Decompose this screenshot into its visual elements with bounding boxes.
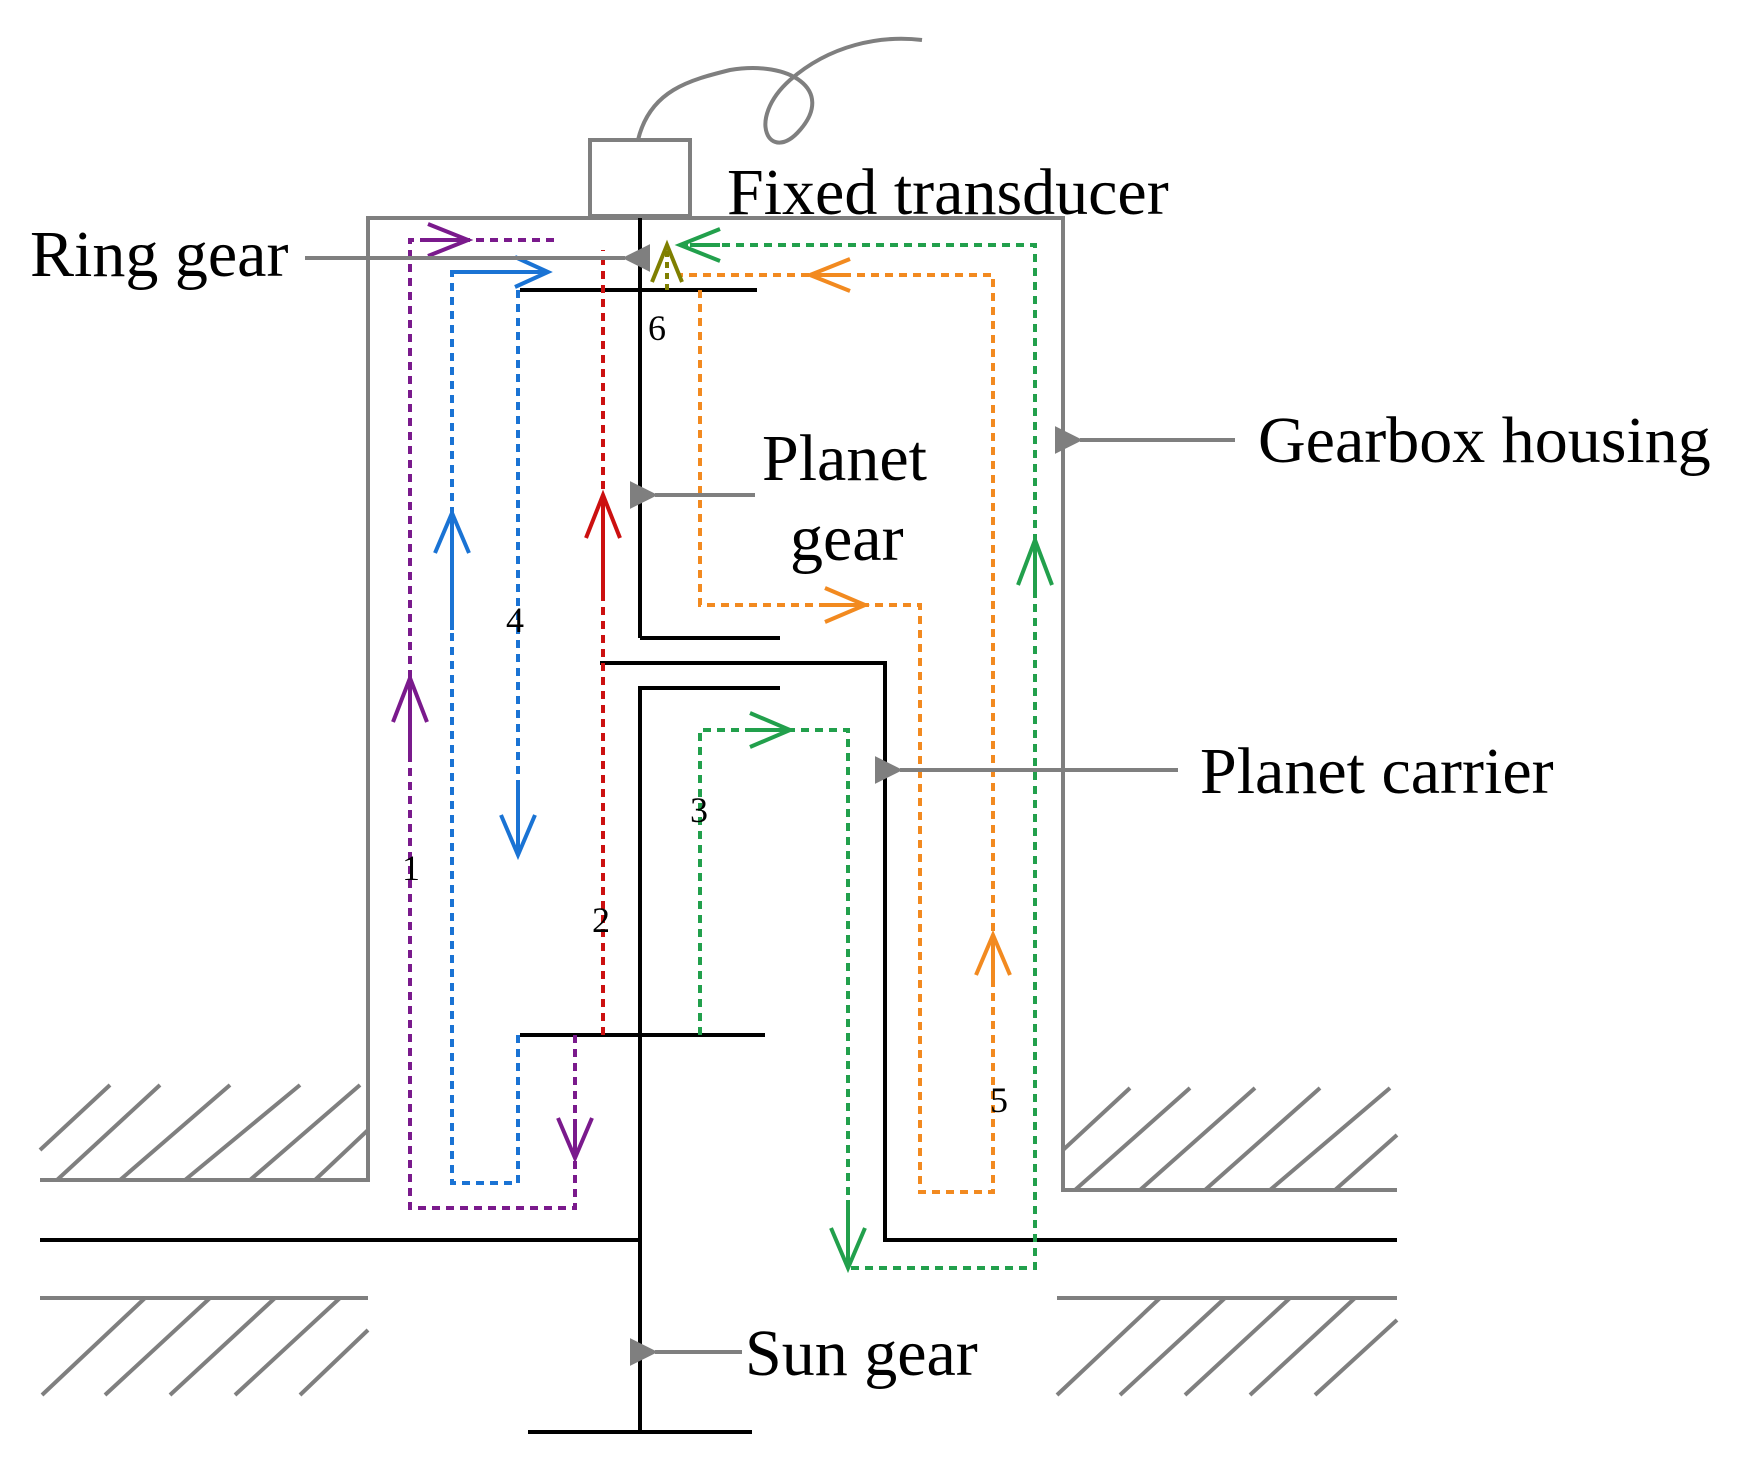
fixed-transducer-label: Fixed transducer (727, 156, 1169, 229)
ring-gear-label: Ring gear (30, 218, 288, 291)
path-3 (674, 227, 1054, 1274)
fixed-transducer-box (588, 138, 692, 218)
pointer-arrows (305, 244, 1235, 1366)
gearbox-housing-outline (40, 216, 1397, 1192)
path-1-number: 1 (402, 848, 420, 888)
path-6-number: 6 (648, 308, 666, 348)
transducer-cable (636, 36, 923, 145)
sun-gear-hub (638, 686, 780, 1432)
ground-hatching (38, 1083, 1399, 1397)
planet-carrier-label: Planet carrier (1200, 735, 1554, 808)
path-6 (650, 239, 684, 290)
sun-gear-label: Sun gear (745, 1317, 978, 1390)
planet-gear-label-line1: Planet (762, 422, 927, 495)
gearbox-housing-label: Gearbox housing (1258, 404, 1711, 477)
path-4-number: 4 (506, 600, 524, 640)
path-4 (433, 255, 553, 1185)
path-5 (680, 257, 1012, 1194)
gear-structure (40, 218, 1397, 1434)
planet-gear-label-line2: gear (790, 502, 904, 575)
path-2 (584, 250, 622, 1035)
path-3-number: 3 (690, 790, 708, 830)
path-2-number: 2 (592, 900, 610, 940)
path-5-number: 5 (990, 1080, 1008, 1120)
path-1 (391, 222, 594, 1210)
planet-carrier-shaft (600, 661, 1397, 1242)
